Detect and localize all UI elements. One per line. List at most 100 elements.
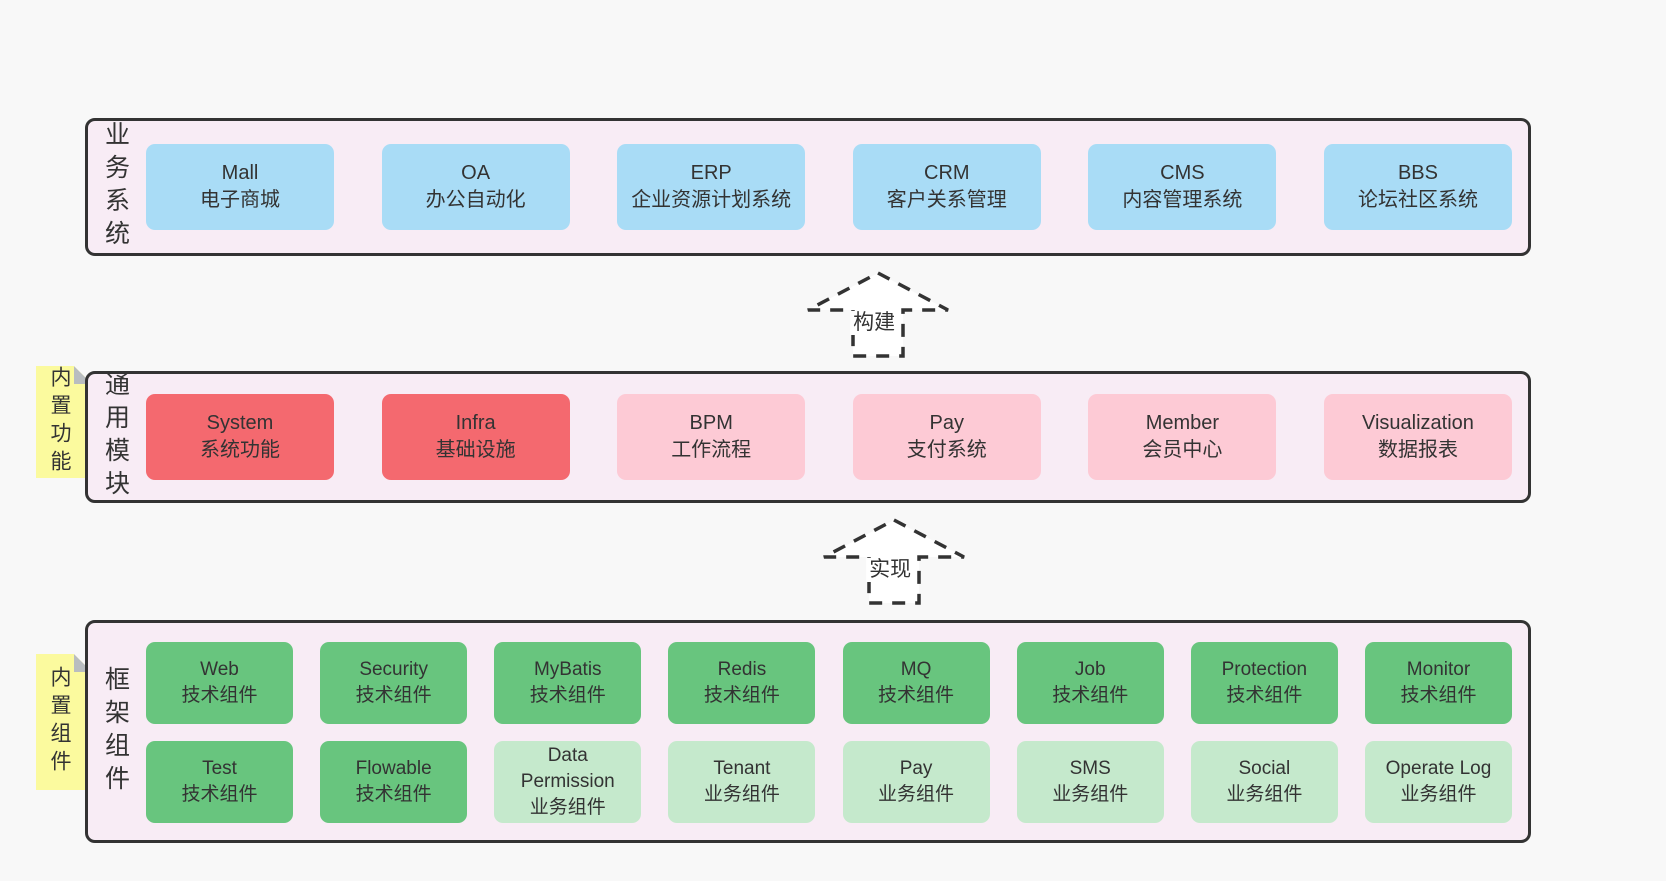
box-title: Test [202, 758, 237, 779]
box-title: MQ [900, 659, 932, 680]
framework-components-rows: Web 技术组件 Security 技术组件 MyBatis 技术组件 Redi… [146, 642, 1512, 823]
box-subtitle: 办公自动化 [425, 189, 526, 211]
box-data-permission: Data Permission 业务组件 [494, 741, 642, 823]
section-label-framework-components: 框架组件 [101, 665, 130, 798]
box-pay-system: Pay 支付系统 [852, 394, 1041, 480]
box-title: BPM [689, 412, 733, 434]
box-title: Monitor [1406, 659, 1471, 680]
box-title: Visualization [1362, 412, 1474, 434]
box-subtitle: 技术组件 [529, 685, 606, 706]
box-subtitle: 支付系统 [906, 439, 987, 461]
box-system: System 系统功能 [146, 394, 334, 480]
box-subtitle: 技术组件 [878, 685, 955, 706]
box-erp: ERP 企业资源计划系统 [617, 144, 806, 230]
box-subtitle: 技术组件 [1226, 685, 1303, 706]
box-title: ERP [690, 162, 732, 184]
box-subtitle: 企业资源计划系统 [631, 189, 792, 211]
box-tenant: Tenant 业务组件 [668, 741, 816, 823]
box-operate-log: Operate Log 业务组件 [1364, 741, 1512, 823]
box-title: Pay [899, 758, 933, 779]
tech-components-row: Web 技术组件 Security 技术组件 MyBatis 技术组件 Redi… [146, 642, 1512, 724]
box-title: Job [1074, 659, 1106, 680]
box-mall: Mall 电子商城 [146, 144, 334, 230]
box-protection: Protection 技术组件 [1190, 642, 1338, 724]
box-subtitle: 技术组件 [355, 784, 432, 805]
section-business-systems: 业务系统 Mall 电子商城 OA 办公自动化 ERP 企业资源计划系统 CRM… [85, 118, 1531, 256]
box-title: Data Permission [520, 745, 615, 792]
box-subtitle: 技术组件 [1052, 685, 1129, 706]
box-subtitle: 内容管理系统 [1122, 189, 1243, 211]
box-social: Social 业务组件 [1190, 741, 1338, 823]
box-bbs: BBS 论坛社区系统 [1323, 144, 1512, 230]
arrow-build-label: 构建 [850, 311, 899, 335]
box-subtitle: 系统功能 [200, 439, 280, 461]
box-subtitle: 技术组件 [355, 685, 432, 706]
box-subtitle: 业务组件 [703, 784, 780, 805]
arrow-implement-label: 实现 [866, 558, 915, 582]
box-sms: SMS 业务组件 [1016, 741, 1164, 823]
box-title: Tenant [713, 758, 771, 779]
sticky-note-built-in-components: 内置组件 [36, 654, 92, 790]
box-member: Member 会员中心 [1088, 394, 1277, 480]
box-web: Web 技术组件 [146, 642, 293, 724]
box-subtitle: 业务组件 [1226, 784, 1303, 805]
sticky-note-label: 内置功能 [48, 366, 71, 478]
box-cms: CMS 内容管理系统 [1088, 144, 1277, 230]
box-title: Security [359, 659, 428, 680]
box-title: SMS [1069, 758, 1111, 779]
box-title: OA [461, 162, 491, 184]
box-visualization: Visualization 数据报表 [1323, 394, 1512, 480]
sticky-note-built-in-features: 内置功能 [36, 366, 92, 478]
box-subtitle: 工作流程 [671, 439, 752, 461]
box-pay-component: Pay 业务组件 [842, 741, 990, 823]
box-subtitle: 业务组件 [529, 797, 606, 818]
sticky-note-label: 内置组件 [48, 666, 71, 778]
section-label-business-systems: 业务系统 [101, 121, 130, 253]
box-subtitle: 电子商城 [200, 189, 280, 211]
box-title: Protection [1221, 659, 1308, 680]
box-title: MyBatis [533, 659, 602, 680]
box-mq: MQ 技术组件 [842, 642, 990, 724]
box-mybatis: MyBatis 技术组件 [494, 642, 642, 724]
box-title: Social [1238, 758, 1291, 779]
box-title: System [206, 412, 274, 434]
box-subtitle: 业务组件 [1052, 784, 1129, 805]
box-title: BBS [1397, 162, 1438, 184]
arrow-implement: 实现 [821, 517, 967, 607]
box-oa: OA 办公自动化 [381, 144, 570, 230]
box-subtitle: 数据报表 [1377, 439, 1458, 461]
box-title: CRM [924, 162, 970, 184]
box-title: CMS [1160, 162, 1205, 184]
box-crm: CRM 客户关系管理 [852, 144, 1041, 230]
box-subtitle: 技术组件 [1400, 685, 1477, 706]
box-title: Web [200, 659, 239, 680]
box-subtitle: 基础设施 [435, 439, 516, 461]
box-redis: Redis 技术组件 [668, 642, 816, 724]
box-subtitle: 技术组件 [181, 784, 258, 805]
box-infra: Infra 基础设施 [381, 394, 570, 480]
box-title: Mall [221, 162, 259, 184]
box-title: Infra [455, 412, 496, 434]
box-subtitle: 技术组件 [181, 685, 258, 706]
section-framework-components: 框架组件 Web 技术组件 Security 技术组件 MyBatis 技术组件… [85, 620, 1531, 843]
box-subtitle: 论坛社区系统 [1357, 189, 1478, 211]
box-title: Redis [717, 659, 767, 680]
box-title: Pay [929, 412, 965, 434]
section-common-modules: 通用模块 System 系统功能 Infra 基础设施 BPM 工作流程 Pay… [85, 371, 1531, 503]
box-subtitle: 业务组件 [878, 784, 955, 805]
box-monitor: Monitor 技术组件 [1364, 642, 1512, 724]
box-title: Flowable [355, 758, 432, 779]
common-modules-row: System 系统功能 Infra 基础设施 BPM 工作流程 Pay 支付系统… [146, 394, 1512, 480]
box-job: Job 技术组件 [1016, 642, 1164, 724]
box-flowable: Flowable 技术组件 [320, 741, 468, 823]
biz-components-row: Test 技术组件 Flowable 技术组件 Data Permission … [146, 741, 1512, 823]
arrow-build: 构建 [805, 270, 951, 360]
box-title: Member [1145, 412, 1220, 434]
box-title: Operate Log [1385, 758, 1492, 779]
box-bpm: BPM 工作流程 [617, 394, 806, 480]
box-subtitle: 客户关系管理 [886, 189, 1007, 211]
box-subtitle: 业务组件 [1400, 784, 1477, 805]
box-test: Test 技术组件 [146, 741, 293, 823]
box-subtitle: 技术组件 [703, 685, 780, 706]
section-label-common-modules: 通用模块 [101, 371, 130, 503]
